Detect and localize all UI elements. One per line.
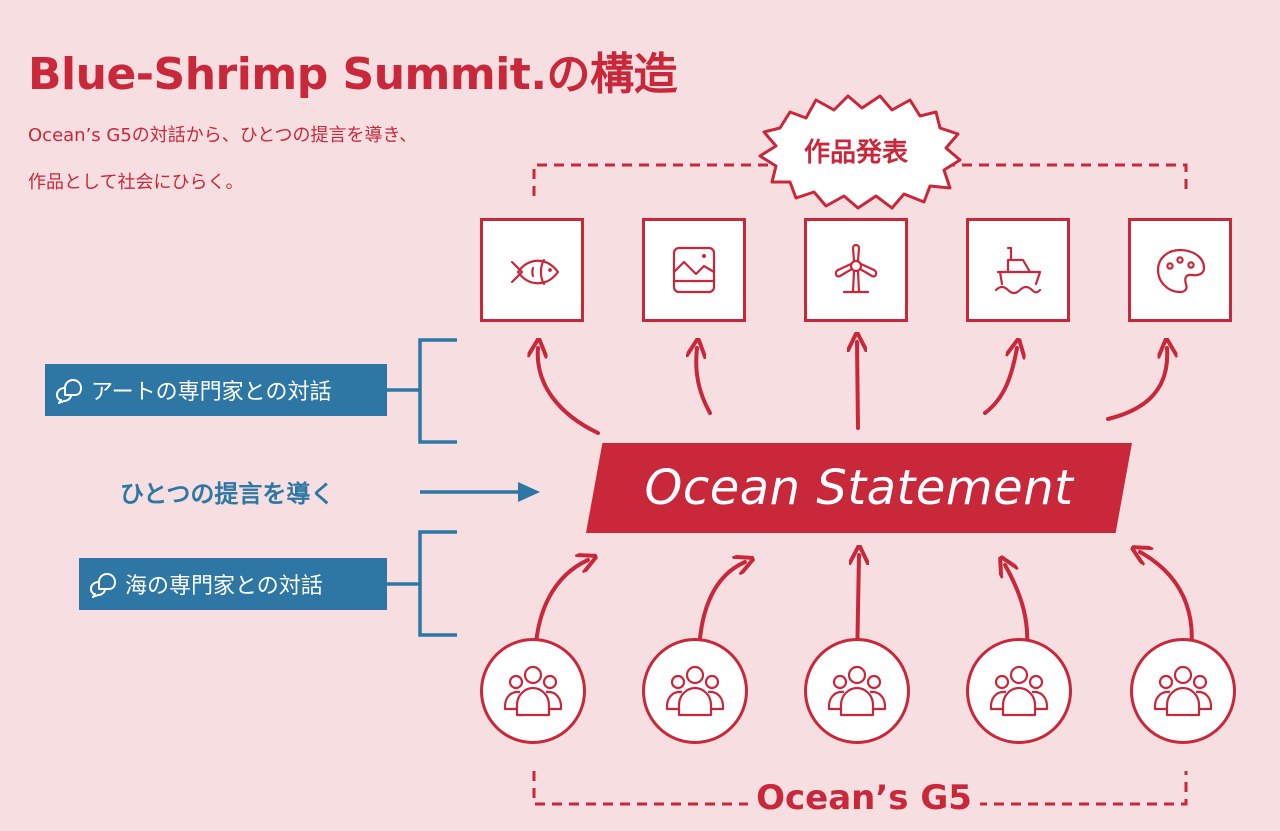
subtitle-line-1: Ocean’s G5の対話から、ひとつの提言を導き、 (28, 125, 418, 146)
palette-icon (1156, 248, 1206, 294)
member-group-4 (966, 638, 1072, 744)
group-icon (665, 665, 725, 717)
work-card-ship (966, 218, 1070, 322)
group-icon (989, 665, 1049, 717)
ocean-g5-label: Ocean’s G5 (748, 778, 980, 818)
sea-dialogue-label: 海の専門家との対話 (79, 558, 387, 610)
arrow-to-work-2 (696, 348, 712, 415)
work-card-fish (480, 218, 584, 322)
art-dialogue-bracket (387, 338, 457, 444)
ship-icon (994, 246, 1042, 295)
subtitle-line-2: 作品として社会にひらく。 (28, 172, 244, 193)
statement-text: Ocean Statement (644, 460, 1074, 516)
member-group-1 (480, 638, 586, 744)
lead-arrow-head (518, 482, 540, 502)
arrow-to-work-5 (1106, 348, 1167, 421)
lead-label: ひとつの提言を導く (120, 480, 335, 508)
group-icon (1153, 665, 1213, 717)
fish-icon (510, 258, 560, 286)
sea-dialogue-bracket (387, 530, 457, 637)
work-card-palette (1128, 218, 1232, 322)
chat-bubbles-icon (56, 379, 82, 404)
member-group-2 (642, 638, 748, 744)
image-icon (672, 246, 716, 294)
art-dialogue-text: アートの専門家との対話 (91, 380, 332, 405)
sea-dialogue-text: 海の専門家との対話 (125, 574, 323, 599)
art-dialogue-label: アートの専門家との対話 (45, 364, 387, 416)
statement-background (586, 443, 1132, 533)
work-card-image (642, 218, 746, 322)
arrow-to-work-3 (857, 342, 858, 430)
member-group-5 (1130, 638, 1236, 744)
member-group-3 (804, 638, 910, 744)
announcement-burst (758, 94, 962, 210)
announcement-label: 作品発表 (803, 138, 908, 168)
chat-bubbles-icon (90, 573, 116, 598)
work-card-wind-turbine (804, 218, 908, 322)
arrow-to-work-4 (983, 348, 1017, 415)
wind-turbine-icon (834, 243, 878, 294)
group-icon (503, 665, 563, 717)
group-icon (827, 665, 887, 717)
ocean-statement-banner: Ocean Statement (586, 443, 1132, 533)
page-title: Blue-Shrimp Summit.の構造 (28, 49, 678, 100)
arrow-to-work-1 (538, 348, 600, 435)
